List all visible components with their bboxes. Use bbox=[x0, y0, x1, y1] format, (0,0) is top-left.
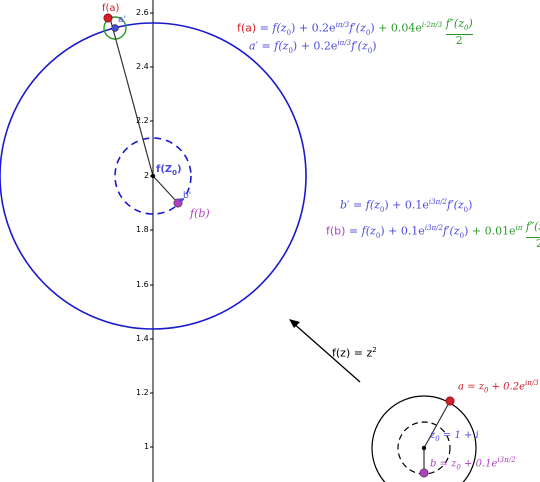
y-tick-label: 2.4 bbox=[136, 62, 149, 71]
a-point bbox=[445, 396, 455, 406]
y-tick-label: 2 bbox=[144, 171, 150, 180]
segment-z0-a bbox=[423, 400, 451, 449]
map-label: f(z) = z2 bbox=[332, 346, 377, 360]
a-point-label: a = z0 + 0.2eiπ/3 bbox=[458, 379, 539, 395]
a-prime-label: a' bbox=[118, 15, 126, 25]
y-tick-label: 1.4 bbox=[136, 334, 149, 343]
b-point-label: b = z0 + 0.1ei3π/2 bbox=[430, 456, 516, 472]
b-point bbox=[419, 468, 429, 478]
fa-green-circle bbox=[103, 16, 127, 40]
b-prime-point bbox=[179, 198, 183, 202]
y-tick-label: 2.6 bbox=[136, 8, 149, 17]
formula-fa: f(a) = f(z0) + 0.2eiπ/3f′(z0) + 0.04ei·2… bbox=[237, 17, 473, 48]
y-tick-label: 2.2 bbox=[136, 116, 149, 125]
formula-fb: f(b) = f(z0) + 0.1ei3π/2f′(z0) + 0.01eiπ… bbox=[326, 217, 540, 250]
fa-point bbox=[103, 13, 113, 23]
fz0-point bbox=[150, 173, 156, 179]
y-tick-label: 1.2 bbox=[136, 388, 149, 397]
image-dashed-circle bbox=[114, 137, 192, 215]
fa-label: f(a) bbox=[102, 3, 120, 14]
b-prime-label: b' bbox=[183, 191, 192, 201]
z0-label: z0 = 1 + i bbox=[430, 430, 479, 443]
map-arrow bbox=[291, 321, 361, 383]
segment-fz0-fa bbox=[109, 17, 154, 177]
domain-circle bbox=[371, 395, 477, 482]
formula-a-prime: a′ = f(z0) + 0.2eiπ/3f′(z0) bbox=[249, 39, 377, 55]
y-tick-label: 1 bbox=[144, 442, 150, 451]
formula-b-prime: b′ = f(z0) + 0.1ei3π/2f′(z0) bbox=[340, 198, 473, 214]
z0-point bbox=[421, 445, 427, 451]
a-prime-point bbox=[111, 24, 119, 32]
y-tick-label: 1.6 bbox=[136, 280, 149, 289]
fz0-label: f(Z0) bbox=[156, 164, 182, 177]
fb-label: f(b) bbox=[190, 207, 210, 220]
map-arrowhead bbox=[289, 319, 300, 328]
image-circle bbox=[0, 22, 307, 330]
y-tick-label: 1.8 bbox=[136, 225, 149, 234]
segment-fz0-fb bbox=[152, 175, 179, 204]
